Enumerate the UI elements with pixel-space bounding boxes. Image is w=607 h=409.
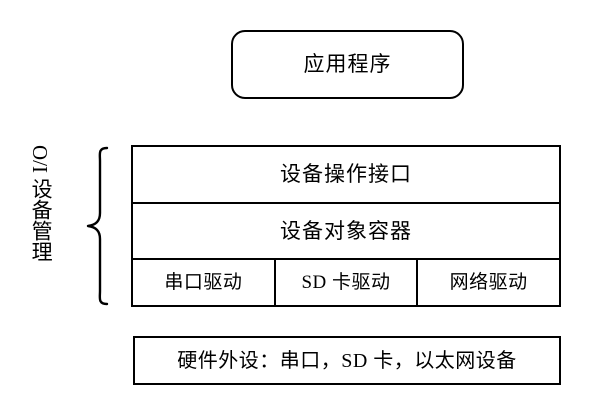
driver-cell-label: 串口驱动 bbox=[164, 272, 243, 293]
driver-cell-network[interactable]: 网络驱动 bbox=[416, 260, 560, 305]
application-box-label: 应用程序 bbox=[303, 52, 392, 76]
driver-cell-group: 串口驱动 SD 卡驱动 网络驱动 bbox=[133, 260, 560, 305]
stack-row-label: 设备操作接口 bbox=[280, 162, 412, 186]
driver-cell-serial-port[interactable]: 串口驱动 bbox=[133, 260, 274, 305]
application-box[interactable]: 应用程序 bbox=[231, 30, 464, 99]
stack-row-label: 设备对象容器 bbox=[280, 218, 412, 243]
io-device-management-label-latin: I/O bbox=[28, 145, 53, 173]
hardware-peripherals-label: 硬件外设：串口，SD 卡，以太网设备 bbox=[177, 349, 517, 372]
stack-row-device-operation-interface[interactable]: 设备操作接口 bbox=[133, 147, 559, 204]
io-device-management-label: I/O 设备管理 bbox=[26, 140, 56, 305]
left-curly-brace-icon bbox=[84, 145, 110, 307]
stack-row-drivers: 串口驱动 SD 卡驱动 网络驱动 bbox=[133, 260, 560, 305]
driver-cell-label: 网络驱动 bbox=[449, 272, 528, 293]
io-device-management-stack: 设备操作接口 设备对象容器 串口驱动 SD 卡驱动 网络驱动 bbox=[131, 145, 561, 307]
driver-cell-sd-card[interactable]: SD 卡驱动 bbox=[273, 260, 417, 305]
hardware-peripherals-box[interactable]: 硬件外设：串口，SD 卡，以太网设备 bbox=[133, 336, 561, 385]
io-device-management-label-cjk: 设备管理 bbox=[29, 178, 54, 262]
stack-row-device-object-container[interactable]: 设备对象容器 bbox=[133, 204, 559, 260]
driver-cell-label: SD 卡驱动 bbox=[301, 272, 391, 293]
